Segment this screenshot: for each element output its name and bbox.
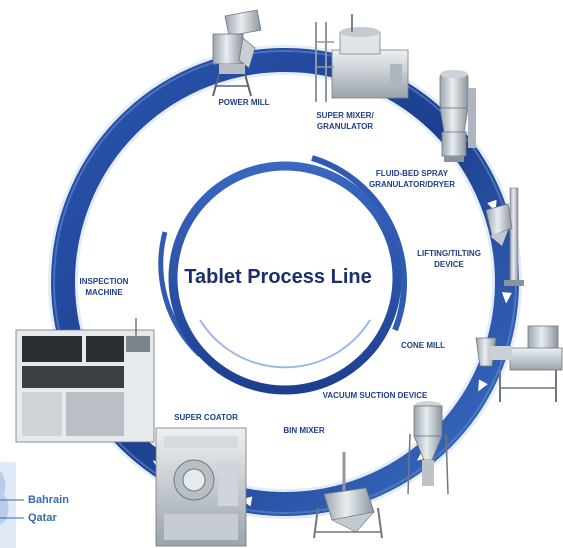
station-label-fluid-bed-line1: FLUID-BED SPRAY: [376, 169, 449, 178]
station-label-vacuum-suction: VACUUM SUCTION DEVICE: [323, 391, 428, 400]
vacuum-suction-device-icon: [407, 401, 449, 495]
super-mixer-granulator-icon: [315, 14, 409, 102]
station-label-lifting-line1: LIFTING/TILTING: [417, 249, 481, 258]
station-label-cone-mill: CONE MILL: [401, 341, 445, 350]
power-mill-icon: [212, 9, 262, 97]
diagram-title: Tablet Process Line: [184, 266, 371, 288]
map-label-qatar: Qatar: [28, 512, 57, 524]
bin-mixer-icon: [313, 452, 383, 539]
cone-mill-icon: [475, 325, 563, 402]
inner-disc: [182, 175, 388, 381]
flow-arrow-3: [501, 292, 512, 304]
inspection-machine-icon: [15, 318, 155, 443]
station-label-fluid-bed-line2: GRANULATOR/DRYER: [369, 180, 455, 189]
inner-arc-right: [311, 155, 408, 332]
station-label-super-mixer-line1: SUPER MIXER/: [316, 111, 374, 120]
station-labels: POWER MILL SUPER MIXER/ GRANULATOR FLUID…: [80, 98, 481, 435]
station-label-super-mixer-line2: GRANULATOR: [317, 122, 373, 131]
station-label-inspection-line2: MACHINE: [85, 288, 123, 297]
lifting-tilting-device-icon: [485, 187, 524, 286]
station-label-bin-mixer: BIN MIXER: [283, 426, 325, 435]
flow-arrow-4: [478, 379, 488, 392]
map-label-bahrain: Bahrain: [28, 494, 69, 506]
station-label-inspection-line1: INSPECTION: [80, 277, 129, 286]
super-coator-icon: [155, 427, 247, 547]
station-label-lifting-line2: DEVICE: [434, 260, 464, 269]
station-label-super-coator: SUPER COATOR: [174, 413, 238, 422]
station-label-power-mill: POWER MILL: [218, 98, 269, 107]
inner-arc-bottom: [199, 319, 371, 369]
map-fragment: [0, 462, 24, 548]
fluid-bed-dryer-icon: [439, 70, 476, 162]
inner-circle: [168, 161, 402, 395]
